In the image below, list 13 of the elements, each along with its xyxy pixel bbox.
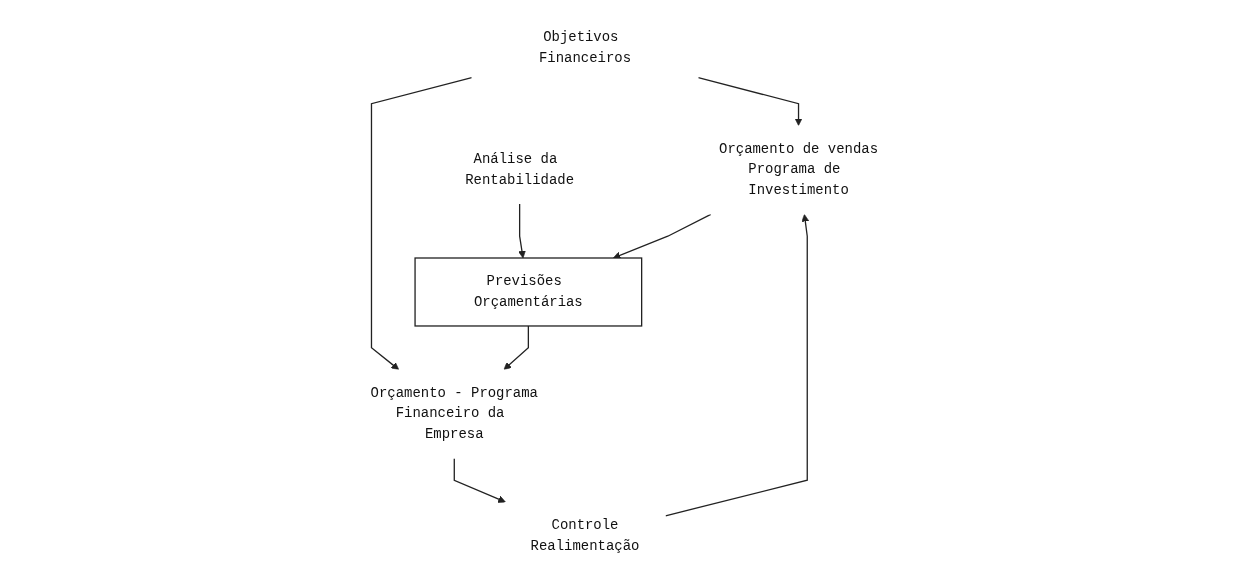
node-text: Análise da Rentabilidade: [464, 151, 574, 189]
node-text: Orçamento de vendas Programa de Investimento: [718, 141, 878, 199]
arrow: [503, 325, 529, 370]
arrow: [517, 203, 526, 259]
node-text: Controle Realimentação: [530, 517, 639, 555]
node-box: Previsões Orçamentárias: [414, 257, 642, 327]
node-text: Objetivos Financeiros: [538, 29, 631, 67]
arrow: [664, 214, 809, 517]
arrow: [453, 457, 506, 503]
arrow: [697, 76, 802, 126]
arrow: [612, 213, 712, 259]
node-text: Orçamento - Programa Financeiro da Empresa: [370, 385, 538, 443]
arrow: [370, 76, 472, 370]
